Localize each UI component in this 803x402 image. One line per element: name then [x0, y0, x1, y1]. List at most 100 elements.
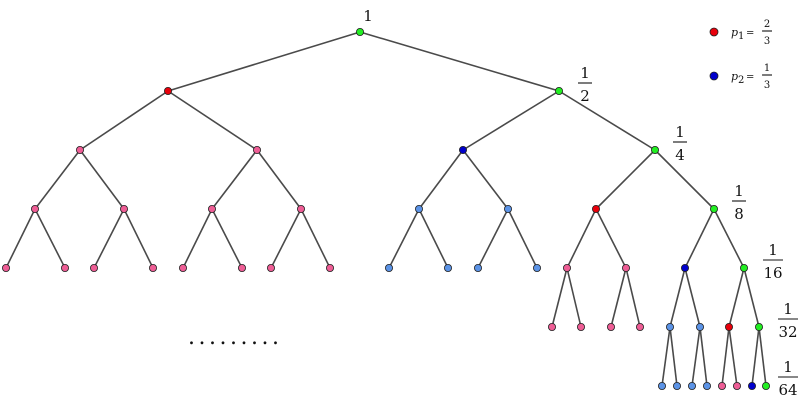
- tree-node-pink: [2, 263, 10, 272]
- tree-node-pink: [237, 263, 246, 272]
- level-label-denominator: 4: [675, 146, 685, 164]
- level-label-numerator: 1: [783, 300, 793, 318]
- tree-node-pink: [178, 263, 187, 272]
- tree-edge: [558, 90, 656, 151]
- level-label-numerator: 1: [580, 64, 590, 82]
- level-label-numerator: 1: [783, 358, 793, 376]
- tree-node-green: [355, 27, 364, 36]
- level-label-numerator: 1: [768, 241, 778, 259]
- tree-edge: [610, 267, 627, 328]
- tree-edge: [728, 267, 745, 328]
- tree-nodes: [2, 27, 771, 390]
- legend-denominator: 3: [764, 36, 770, 47]
- tree-node-lightblue: [666, 322, 675, 331]
- tree-node-red: [163, 87, 172, 96]
- legend-denominator: 3: [764, 80, 770, 91]
- root-probability-label: 1: [363, 7, 373, 25]
- legend-variable: p: [731, 26, 738, 39]
- tree-edge: [123, 208, 154, 269]
- tree-edge: [684, 208, 715, 269]
- tree-node-pink: [76, 145, 85, 154]
- tree-edge: [462, 90, 560, 151]
- tree-edge: [167, 90, 258, 151]
- tree-edge: [79, 149, 125, 210]
- tree-node-red: [592, 204, 601, 213]
- tree-edge: [167, 31, 361, 92]
- tree-node-lightblue: [503, 204, 512, 213]
- tree-edge: [669, 267, 686, 328]
- tree-node-pink: [548, 322, 557, 331]
- legend-blue-dot: [709, 71, 719, 81]
- level-label-1: 1 2: [578, 64, 592, 105]
- tree-edge: [743, 267, 760, 328]
- tree-node-pink: [577, 322, 586, 331]
- tree-node-blue: [748, 381, 757, 390]
- tree-edge: [211, 149, 258, 210]
- tree-edge: [211, 208, 243, 269]
- tree-node-pink: [120, 204, 129, 213]
- tree-node-lightblue: [384, 263, 393, 272]
- tree-node-lightblue: [696, 322, 705, 331]
- tree-node-pink: [296, 204, 305, 213]
- tree-edge: [595, 208, 627, 269]
- tree-node-pink: [622, 263, 631, 272]
- tree-edge: [477, 208, 509, 269]
- level-label-denominator: 32: [778, 323, 797, 341]
- tree-edge: [625, 267, 641, 328]
- tree-node-pink: [636, 322, 645, 331]
- tree-node-lightblue: [688, 381, 697, 390]
- tree-node-pink: [325, 263, 334, 272]
- legend-subscript: 2: [738, 75, 744, 86]
- tree-node-lightblue: [414, 204, 423, 213]
- tree-node-pink: [148, 263, 157, 272]
- tree-node-pink: [266, 263, 275, 272]
- tree-node-pink: [718, 381, 727, 390]
- tree-node-pink: [30, 204, 39, 213]
- ellipsis: .........: [188, 325, 283, 350]
- level-label-5: 1 32: [778, 300, 798, 341]
- legend: p 1 = 2 3 p 2 = 1 3: [709, 19, 772, 91]
- tree-node-lightblue: [703, 381, 712, 390]
- tree-edge: [300, 208, 331, 269]
- tree-node-green: [710, 204, 719, 213]
- level-label-2: 1 4: [673, 123, 687, 164]
- tree-edge: [507, 208, 538, 269]
- tree-node-pink: [563, 263, 572, 272]
- tree-edge: [728, 326, 738, 387]
- tree-edge: [79, 90, 169, 151]
- tree-edge: [462, 149, 509, 210]
- tree-node-pink: [61, 263, 70, 272]
- tree-node-lightblue: [473, 263, 482, 272]
- tree-node-pink: [252, 145, 261, 154]
- level-label-numerator: 1: [675, 123, 685, 141]
- level-label-6: 1 64: [778, 358, 798, 399]
- legend-numerator: 1: [764, 63, 770, 74]
- tree-edge: [595, 149, 656, 210]
- legend-numerator: 2: [764, 19, 770, 30]
- level-label-3: 1 8: [732, 182, 746, 223]
- legend-subscript: 1: [738, 31, 744, 42]
- tree-edges: [5, 31, 767, 387]
- tree-edge: [5, 208, 36, 269]
- level-label-denominator: 64: [778, 381, 797, 399]
- tree-node-lightblue: [443, 263, 452, 272]
- legend-equals: =: [746, 28, 754, 39]
- legend-item-p1: p 1 = 2 3: [709, 19, 772, 47]
- tree-edge: [751, 326, 760, 387]
- tree-edge: [758, 326, 767, 387]
- tree-edge: [359, 31, 560, 92]
- legend-item-p2: p 2 = 1 3: [709, 63, 772, 91]
- tree-node-red: [725, 322, 734, 331]
- tree-node-lightblue: [533, 263, 542, 272]
- level-label-denominator: 16: [763, 264, 782, 282]
- tree-edge: [721, 326, 730, 387]
- tree-node-green: [755, 322, 764, 331]
- legend-equals: =: [746, 72, 754, 83]
- tree-node-pink: [607, 322, 616, 331]
- tree-node-green: [740, 263, 749, 272]
- tree-edge: [256, 149, 302, 210]
- tree-node-pink: [90, 263, 99, 272]
- level-label-4: 1 16: [763, 241, 783, 282]
- tree-node-green: [651, 145, 660, 154]
